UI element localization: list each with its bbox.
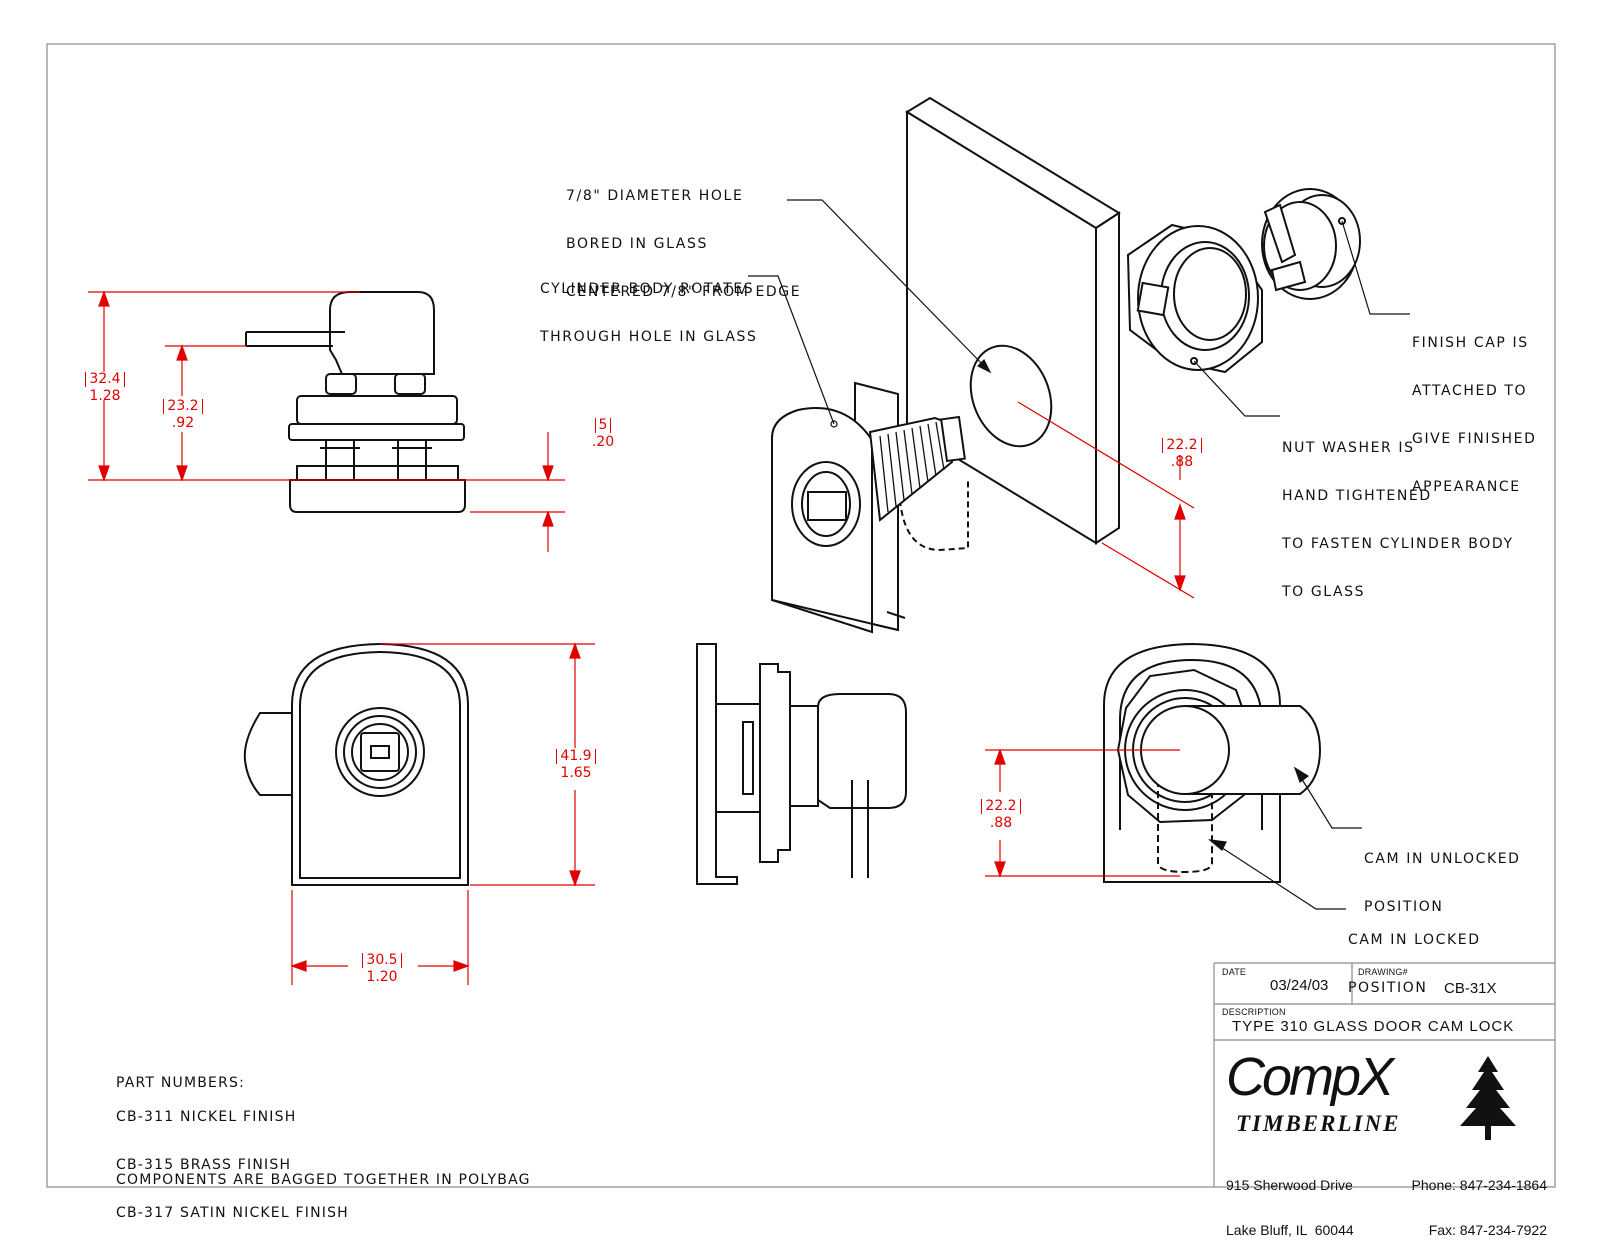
dim-cap-thickness-inch: .20 — [591, 434, 615, 450]
part-numbers-footer: COMPONENTS ARE BAGGED TOGETHER IN POLYBA… — [116, 1140, 531, 1204]
iso-nut-washer — [1126, 223, 1263, 374]
side-view — [245, 291, 466, 513]
dim-overall-height-mm: 32.4 — [85, 372, 125, 387]
fax-number: Fax: 847-234-7922 — [1428, 1222, 1547, 1238]
note-hole-line1: 7/8" DIAMETER HOLE — [566, 188, 744, 204]
part-number-item: CB-315 BRASS FINISH — [116, 1157, 292, 1173]
dim-cam-offset: 22.2 .88 — [976, 798, 1026, 832]
dim-cam-offset-inch: .88 — [989, 815, 1013, 831]
note-nut-washer-line1: NUT WASHER IS — [1282, 440, 1415, 456]
dim-body-height: 41.9 1.65 — [551, 748, 601, 782]
dim-cam-height: 23.2 .92 — [158, 398, 208, 432]
note-cam-unlocked-line1: CAM IN UNLOCKED — [1364, 851, 1521, 867]
drawing-number: CB-31X — [1444, 980, 1497, 997]
dim-cam-height-mm: 23.2 — [163, 399, 203, 414]
iso-dimension — [1017, 401, 1195, 599]
address-line2: Lake Bluff, IL 60044 — [1226, 1222, 1354, 1238]
address-line1: 915 Sherwood Drive — [1226, 1177, 1353, 1193]
note-finish-cap-line4: APPEARANCE — [1412, 479, 1521, 495]
front-view — [243, 642, 469, 886]
section-view — [696, 643, 907, 885]
dim-cap-thickness-mm: 5 — [594, 418, 612, 433]
dim-body-width-mm: 30.5 — [362, 953, 402, 968]
dim-hole-edge-inch: .88 — [1170, 454, 1194, 470]
part-number-item: CB-311 NICKEL FINISH — [116, 1109, 297, 1125]
note-nut-washer-line4: TO GLASS — [1282, 584, 1366, 600]
dim-cap-thickness: 5 .20 — [585, 417, 621, 451]
front-view-dimensions — [290, 642, 595, 985]
iso-cylinder-body — [771, 381, 969, 634]
dim-hole-edge: 22.2 .88 — [1157, 437, 1207, 471]
note-cylinder-line1: CYLINDER BODY ROTATES — [540, 281, 755, 297]
note-nut-washer: NUT WASHER IS HAND TIGHTENED TO FASTEN C… — [1282, 408, 1514, 616]
dim-cam-height-inch: .92 — [171, 415, 195, 431]
note-finish-cap-line2: ATTACHED TO — [1412, 383, 1528, 399]
iso-finish-cap — [1261, 188, 1361, 300]
note-finish-cap: FINISH CAP IS ATTACHED TO GIVE FINISHED … — [1412, 303, 1536, 511]
phone-number: Phone: 847-234-1864 — [1411, 1177, 1547, 1193]
iso-leaders — [748, 199, 1410, 428]
rear-view-leaders — [1208, 766, 1362, 910]
note-hole-line2: BORED IN GLASS — [566, 236, 708, 252]
sheet-border — [46, 43, 1556, 1188]
rear-view-dimensions — [985, 748, 1180, 878]
dim-cam-offset-mm: 22.2 — [981, 799, 1021, 814]
iso-glass-panel — [905, 96, 1121, 545]
date-value: 03/24/03 — [1270, 977, 1329, 994]
pine-tree-logo — [1460, 1056, 1516, 1140]
note-cylinder-line2: THROUGH HOLE IN GLASS — [540, 329, 758, 345]
note-nut-washer-line3: TO FASTEN CYLINDER BODY — [1282, 536, 1514, 552]
note-nut-washer-line2: HAND TIGHTENED — [1282, 488, 1432, 504]
note-cam-locked: CAM IN LOCKED POSITION — [1348, 900, 1481, 1012]
side-view-dimensions — [88, 290, 565, 552]
dim-body-width: 30.5 1.20 — [352, 952, 412, 986]
note-finish-cap-line3: GIVE FINISHED — [1412, 431, 1537, 447]
part-number-item: CB-317 SATIN NICKEL FINISH — [116, 1205, 349, 1221]
note-hole: 7/8" DIAMETER HOLE BORED IN GLASS CENTER… — [566, 156, 801, 316]
note-cam-locked-line1: CAM IN LOCKED — [1348, 932, 1481, 948]
note-cam-unlocked: CAM IN UNLOCKED POSITION — [1364, 819, 1521, 931]
address-block: 915 Sherwood Drive Lake Bluff, IL 60044 — [1226, 1148, 1354, 1253]
timberline-logo: TIMBERLINE — [1236, 1111, 1401, 1136]
description-label: DESCRIPTION — [1222, 1007, 1286, 1017]
dim-hole-edge-mm: 22.2 — [1162, 438, 1202, 453]
note-finish-cap-line1: FINISH CAP IS — [1412, 335, 1529, 351]
dim-overall-height: 32.4 1.28 — [80, 371, 130, 405]
description-value: TYPE 310 GLASS DOOR CAM LOCK — [1232, 1018, 1515, 1035]
note-cylinder: CYLINDER BODY ROTATES THROUGH HOLE IN GL… — [540, 249, 758, 361]
part-numbers: PART NUMBERS: — [116, 1043, 245, 1107]
part-numbers-list: CB-311 NICKEL FINISH CB-315 BRASS FINISH… — [116, 1077, 349, 1237]
part-numbers-footer-text: COMPONENTS ARE BAGGED TOGETHER IN POLYBA… — [116, 1172, 531, 1188]
dim-overall-height-inch: 1.28 — [89, 388, 121, 404]
rear-view — [1103, 642, 1322, 883]
note-hole-line3: CENTERED 7/8" FROM EDGE — [566, 284, 802, 300]
drawing-label: DRAWING# — [1358, 967, 1408, 977]
compx-logo: CompX — [1226, 1047, 1394, 1107]
date-label: DATE — [1222, 967, 1247, 977]
note-cam-unlocked-line2: POSITION — [1364, 899, 1444, 915]
contact-block: Phone: 847-234-1864 Fax: 847-234-7922 — [1412, 1148, 1547, 1253]
part-numbers-heading: PART NUMBERS: — [116, 1075, 246, 1091]
note-cam-locked-line2: POSITION — [1348, 980, 1428, 996]
dim-body-height-inch: 1.65 — [560, 765, 592, 781]
dim-body-width-inch: 1.20 — [366, 969, 398, 985]
title-block — [1213, 962, 1555, 1187]
dim-body-height-mm: 41.9 — [556, 749, 596, 764]
